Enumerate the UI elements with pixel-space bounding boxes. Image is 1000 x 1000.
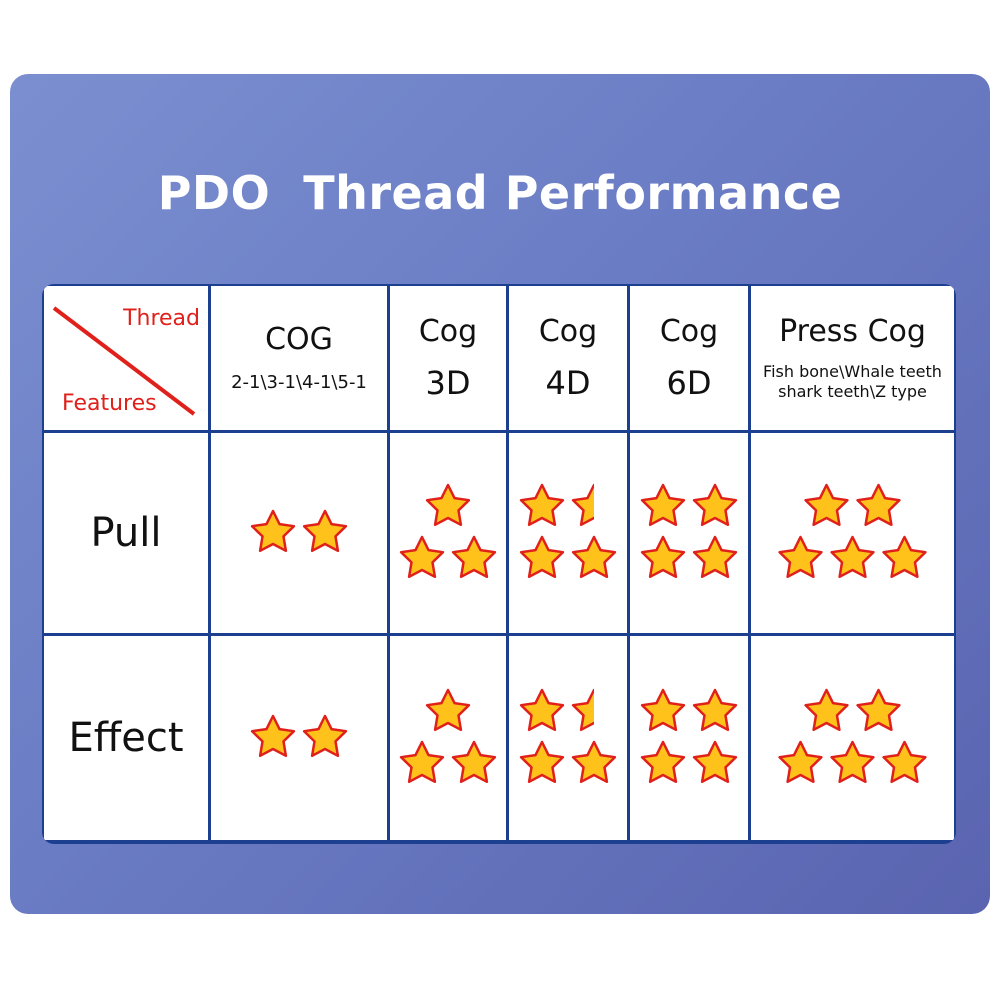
star-icon — [451, 740, 497, 784]
star-icon — [571, 740, 617, 784]
star-icon — [778, 740, 823, 784]
header-cog-4d-sub: 4D — [545, 363, 591, 402]
corner-thread-label: Thread — [123, 306, 200, 331]
star-icon — [882, 740, 927, 784]
header-cog-4d-name: Cog — [538, 313, 598, 349]
star-icon — [519, 535, 565, 579]
star-icon — [302, 714, 348, 758]
star-icon — [399, 535, 445, 579]
header-cog-3d: Cog 3D — [390, 286, 506, 430]
star-icon — [640, 688, 686, 732]
rating-cell-effect-cog-3d — [390, 636, 506, 840]
star-icon — [519, 688, 565, 732]
rating-cell-pull-press-cog — [751, 433, 954, 633]
header-cog-6d-name: Cog — [659, 313, 719, 349]
star-icon — [250, 509, 296, 553]
corner-features-label: Features — [62, 391, 157, 416]
star-icon — [519, 740, 565, 784]
header-press-cog: Press Cog Fish bone\Whale teeth shark te… — [751, 286, 954, 430]
rating-cell-effect-cog-6d — [630, 636, 748, 840]
star-icon — [640, 740, 686, 784]
star-icon — [425, 483, 471, 527]
star-rating — [250, 509, 348, 553]
star-icon — [425, 688, 471, 732]
star-icon — [640, 483, 686, 527]
header-cog-3d-name: Cog — [418, 313, 478, 349]
rating-cell-pull-cog-6d — [630, 433, 748, 633]
star-icon — [692, 535, 738, 579]
star-rating — [519, 483, 617, 579]
rating-cell-effect-cog — [211, 636, 387, 840]
star-rating — [778, 483, 927, 579]
star-rating — [399, 688, 497, 784]
star-icon — [451, 535, 497, 579]
header-cog-sub: 2-1\3-1\4-1\5-1 — [231, 371, 367, 393]
header-cog-6d-sub: 6D — [666, 363, 712, 402]
rating-cell-effect-press-cog — [751, 636, 954, 840]
star-icon — [830, 740, 875, 784]
header-cog-6d: Cog 6D — [630, 286, 748, 430]
star-icon — [830, 535, 875, 579]
star-icon — [778, 535, 823, 579]
half-star-icon — [571, 483, 594, 527]
page-title: PDO Thread Performance — [157, 166, 843, 220]
row-label-pull-text: Pull — [90, 510, 162, 556]
corner-cell: Thread Features — [44, 286, 208, 430]
star-rating — [640, 483, 738, 579]
header-cog-4d: Cog 4D — [509, 286, 627, 430]
rating-cell-effect-cog-4d — [509, 636, 627, 840]
row-label-pull: Pull — [44, 433, 208, 633]
star-icon — [519, 483, 565, 527]
star-icon — [804, 483, 849, 527]
star-icon — [302, 509, 348, 553]
star-icon — [856, 688, 901, 732]
star-rating — [399, 483, 497, 579]
header-cog-name: COG — [265, 321, 333, 357]
half-star-icon — [571, 688, 594, 732]
rating-cell-pull-cog-4d — [509, 433, 627, 633]
header-press-cog-name: Press Cog — [779, 314, 926, 349]
star-icon — [882, 535, 927, 579]
star-icon — [250, 714, 296, 758]
header-press-cog-sub: Fish bone\Whale teeth shark teeth\Z type — [763, 362, 942, 401]
star-rating — [778, 688, 927, 784]
star-icon — [399, 740, 445, 784]
star-rating — [519, 688, 617, 784]
row-label-effect-text: Effect — [68, 715, 184, 761]
row-label-effect: Effect — [44, 636, 208, 840]
diagonal-line — [52, 306, 196, 416]
rating-cell-pull-cog — [211, 433, 387, 633]
star-icon — [692, 740, 738, 784]
star-rating — [640, 688, 738, 784]
star-icon — [571, 535, 617, 579]
header-cog-3d-sub: 3D — [425, 363, 471, 402]
rating-cell-pull-cog-3d — [390, 433, 506, 633]
star-icon — [640, 535, 686, 579]
performance-table: Thread Features COG 2-1\3-1\4-1\5-1 Cog … — [42, 284, 956, 844]
star-icon — [856, 483, 901, 527]
star-rating — [250, 714, 348, 758]
star-icon — [692, 483, 738, 527]
star-icon — [692, 688, 738, 732]
header-cog: COG 2-1\3-1\4-1\5-1 — [211, 286, 387, 430]
star-icon — [804, 688, 849, 732]
